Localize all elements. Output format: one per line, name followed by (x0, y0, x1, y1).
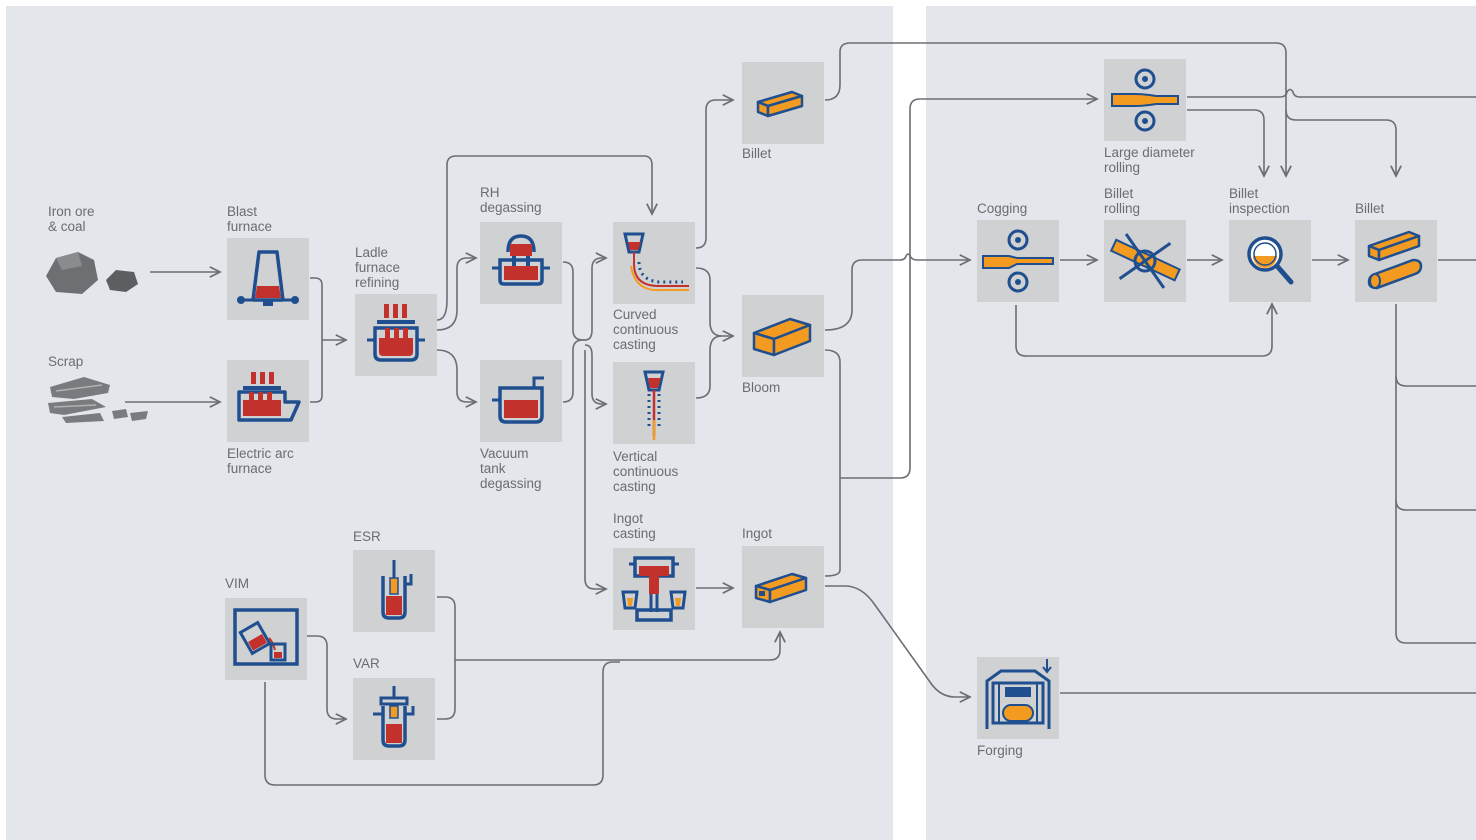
cogging-node[interactable] (977, 220, 1059, 302)
billet-icon (756, 90, 804, 118)
electric-arc-furnace-icon (237, 372, 301, 422)
left-panel-steelmaking (6, 6, 893, 840)
billet-node-left[interactable] (742, 62, 824, 144)
label-billet-left: Billet (742, 146, 772, 161)
billet-rolling-node[interactable] (1104, 220, 1186, 302)
forging-icon (985, 659, 1052, 729)
vim-icon (233, 608, 299, 666)
curved-casting-icon (623, 232, 689, 292)
rh-degassing-icon (492, 234, 550, 286)
vim-node[interactable] (225, 598, 307, 680)
blast-furnace-icon (237, 250, 299, 306)
bloom-icon (752, 317, 812, 357)
label-esr: ESR (353, 529, 381, 544)
label-bloom: Bloom (742, 380, 781, 395)
label-iron-ore: Iron ore & coal (48, 204, 95, 234)
ladle-furnace-node[interactable] (355, 294, 437, 376)
large-diameter-rolling-node[interactable] (1104, 59, 1186, 141)
vertical-casting-icon (643, 370, 665, 440)
curved-casting-node[interactable] (613, 222, 695, 304)
billet-pair-icon (1367, 230, 1423, 290)
esr-icon (381, 560, 413, 620)
label-billet-right: Billet (1355, 201, 1385, 216)
ingot-casting-icon (621, 556, 687, 622)
ingot-icon (754, 572, 808, 604)
label-electric-arc-furnace: Electric arc furnace (227, 446, 294, 476)
vacuum-tank-node[interactable] (480, 360, 562, 442)
vertical-casting-node[interactable] (613, 362, 695, 444)
billet-inspection-icon (1247, 236, 1294, 285)
label-ingot-casting: Ingot casting (613, 511, 656, 541)
label-vim: VIM (225, 576, 250, 591)
billet-rolling-icon (1109, 233, 1182, 289)
var-node[interactable] (353, 678, 435, 760)
label-vacuum-tank: Vacuum tank degassing (480, 446, 542, 491)
rh-degassing-node[interactable] (480, 222, 562, 304)
label-cogging: Cogging (977, 201, 1028, 216)
var-icon (373, 686, 415, 748)
label-ingot: Ingot (742, 526, 773, 541)
ladle-furnace-icon (367, 304, 425, 362)
label-rh-degassing: RH degassing (480, 185, 542, 215)
label-var: VAR (353, 656, 380, 671)
electric-arc-furnace-node[interactable] (227, 360, 309, 442)
label-billet-inspection: Billet inspection (1229, 186, 1290, 216)
ingot-casting-node[interactable] (613, 548, 695, 630)
forging-node[interactable] (977, 657, 1059, 739)
label-billet-rolling: Billet rolling (1104, 186, 1141, 216)
label-scrap: Scrap (48, 354, 84, 369)
label-ladle-furnace: Ladle furnace refining (355, 245, 401, 290)
cogging-icon (982, 229, 1054, 293)
label-forging: Forging (977, 743, 1023, 758)
label-large-diameter-rolling: Large diameter rolling (1104, 145, 1195, 175)
label-curved-casting: Curved continuous casting (613, 307, 679, 352)
esr-node[interactable] (353, 550, 435, 632)
large-diameter-rolling-icon (1111, 68, 1179, 132)
ingot-node[interactable] (742, 546, 824, 628)
label-vertical-casting: Vertical continuous casting (613, 449, 679, 494)
blast-furnace-node[interactable] (227, 238, 309, 320)
label-blast-furnace: Blast furnace (227, 204, 273, 234)
billet-node-right[interactable] (1355, 220, 1437, 302)
vacuum-tank-icon (492, 376, 544, 424)
iron-ore-icon (46, 252, 138, 294)
scrap-icon (48, 377, 148, 423)
bloom-node[interactable] (742, 295, 824, 377)
billet-inspection-node[interactable] (1229, 220, 1311, 302)
